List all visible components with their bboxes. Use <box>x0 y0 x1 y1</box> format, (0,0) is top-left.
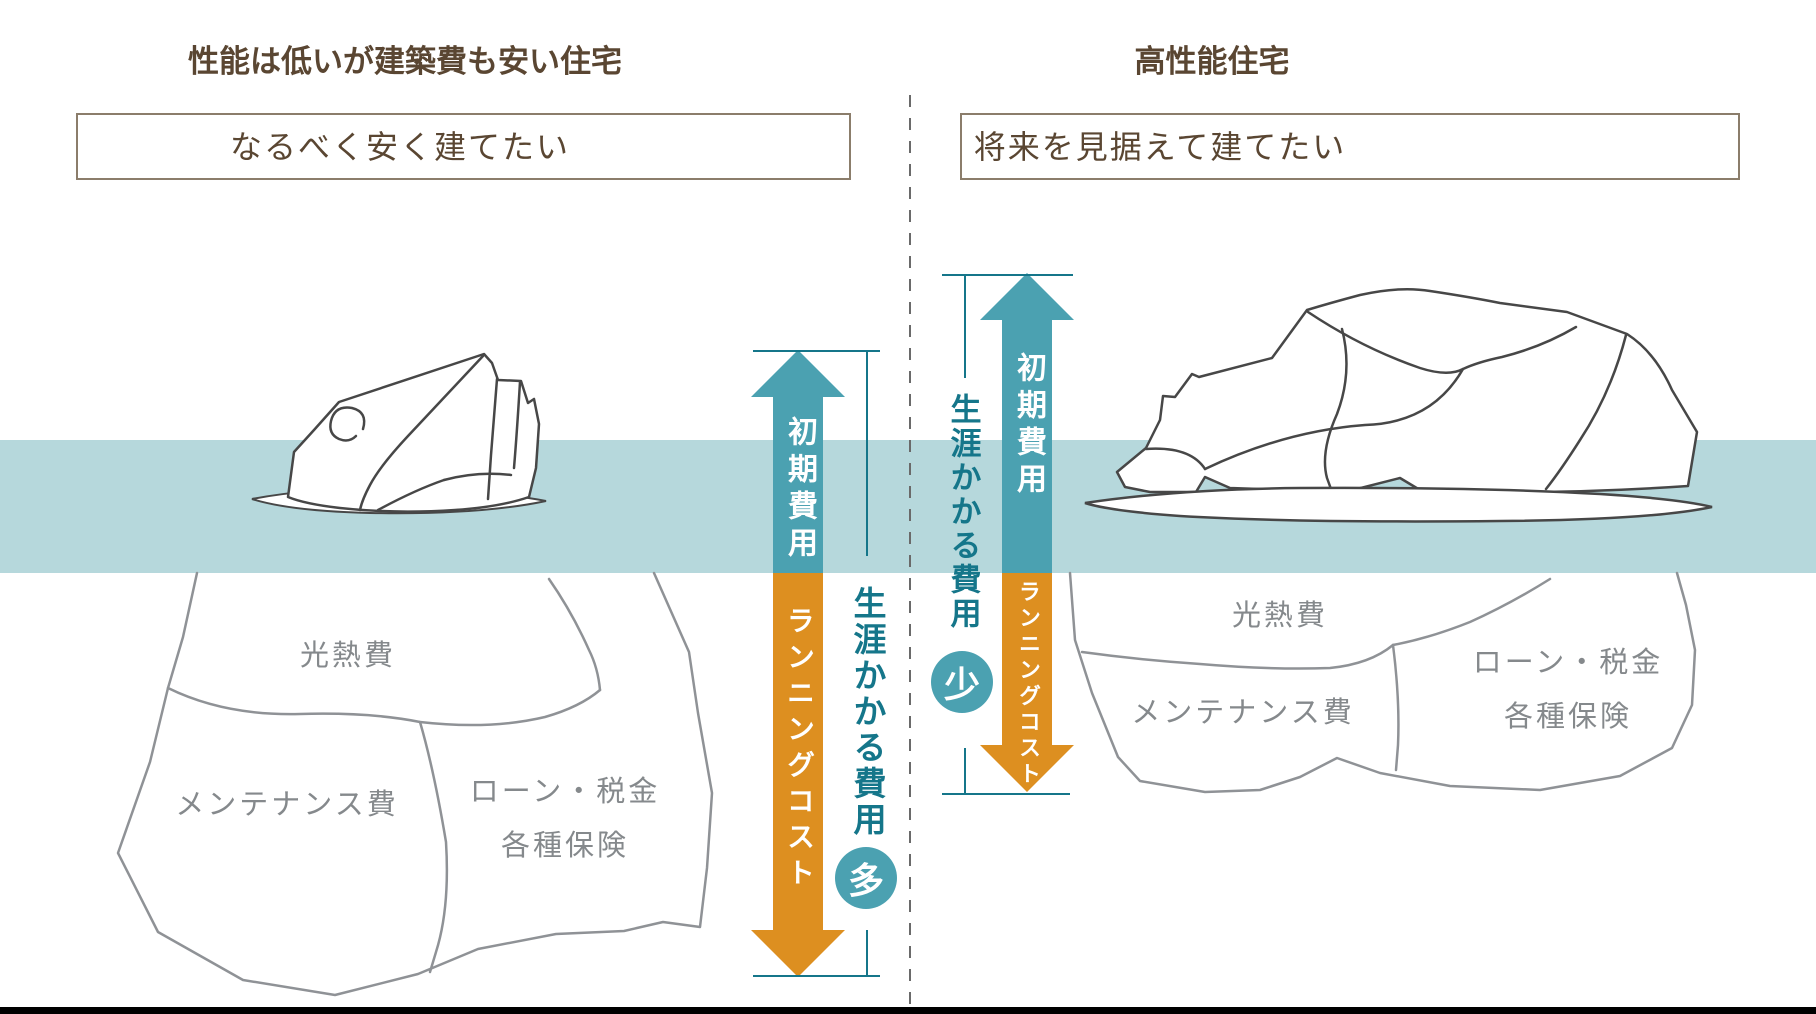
iceberg-left-below-water <box>116 571 714 997</box>
wish-text-left: なるべく安く建てたい <box>229 129 571 165</box>
insurance-line: 各種保険 <box>1503 701 1632 733</box>
lifetime-cost-label-right: 生涯かかる費用 <box>945 393 981 631</box>
amount-badge-little-text: 少 <box>943 664 980 705</box>
initial-cost-arrow-up-icon-left <box>751 350 845 397</box>
running-cost-label-left: ランニングコスト <box>784 606 815 894</box>
running-cost-arrow-shaft-right <box>1002 573 1052 745</box>
bottom-border-bar <box>0 1007 1816 1014</box>
wish-box-left <box>76 113 851 180</box>
running-cost-label-right: ランニングコスト <box>1016 580 1041 788</box>
bracket-lower-segment-right <box>964 748 966 794</box>
amount-badge-little: 少 <box>931 651 993 713</box>
loan-tax-line: ローン・税金 <box>1472 647 1664 679</box>
lifetime-cost-label-left: 生涯かかる費用 <box>849 586 886 838</box>
running-cost-arrow-down-icon-right <box>980 745 1074 792</box>
iceberg-right-below-water <box>1068 571 1697 794</box>
running-cost-arrow-down-icon-left <box>751 930 845 977</box>
bracket-top-line-right <box>942 274 1073 276</box>
bracket-top-line-left <box>753 350 880 352</box>
cost-label-maintenance-right: メンテナンス費 <box>1131 697 1355 729</box>
iceberg-right-above-water <box>1115 287 1699 494</box>
cost-label-utilities-right: 光熱費 <box>1231 600 1329 632</box>
bracket-upper-segment-left <box>866 351 868 556</box>
cost-label-loan-insurance-right: ローン・税金 各種保険 <box>1473 639 1664 735</box>
iceberg-left-above-water <box>286 352 541 513</box>
bracket-bottom-line-left <box>753 975 880 977</box>
amount-badge-much: 多 <box>835 847 897 909</box>
initial-cost-label-right: 初期費用 <box>1012 352 1045 500</box>
center-divider-dashed-line <box>909 95 911 1007</box>
initial-cost-label-left: 初期費用 <box>783 416 816 564</box>
insurance-line: 各種保険 <box>500 830 629 862</box>
amount-badge-much-text: 多 <box>847 860 884 901</box>
wish-text-right: 将来を見据えて建てたい <box>973 129 1347 165</box>
running-cost-arrow-shaft-left <box>773 573 823 930</box>
initial-cost-arrow-shaft-left <box>773 396 823 573</box>
bracket-bottom-line-right <box>942 793 1070 795</box>
left-section-title: 性能は低いが建築費も安い住宅 <box>188 44 622 79</box>
cost-label-loan-insurance-left: ローン・税金 各種保険 <box>470 768 661 864</box>
bracket-lower-segment-left <box>866 930 868 976</box>
wish-box-right <box>960 113 1740 180</box>
initial-cost-arrow-shaft-right <box>1002 319 1052 573</box>
bracket-upper-segment-right <box>964 275 966 378</box>
initial-cost-arrow-up-icon-right <box>980 273 1074 320</box>
iceberg-right-waterline <box>1084 486 1713 523</box>
cost-label-utilities-left: 光熱費 <box>299 640 397 672</box>
loan-tax-line: ローン・税金 <box>469 776 661 808</box>
cost-label-maintenance-left: メンテナンス費 <box>175 789 399 821</box>
right-section-title: 高性能住宅 <box>1134 44 1290 79</box>
